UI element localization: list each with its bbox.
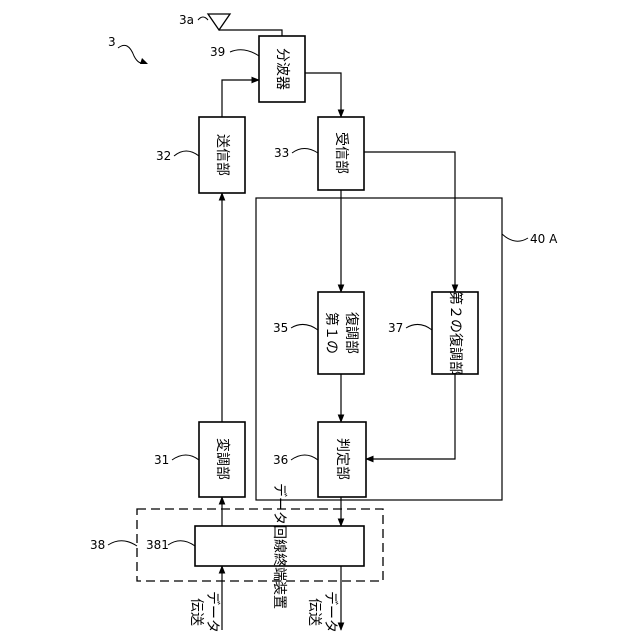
output-data-line2: データ bbox=[322, 591, 339, 633]
terminal-ref: 381 bbox=[146, 538, 169, 552]
wire-tx-splitter bbox=[222, 80, 259, 117]
wire-demod2-judge bbox=[366, 374, 455, 459]
wire-antenna-splitter bbox=[219, 30, 282, 36]
terminal-group-ref-leader bbox=[108, 541, 137, 546]
transmitter-label: 送信部 bbox=[214, 134, 230, 176]
wire-splitter-rx bbox=[305, 73, 341, 117]
antenna-icon bbox=[208, 14, 230, 30]
splitter-ref: 39 bbox=[210, 45, 225, 59]
demod1-ref-leader bbox=[291, 324, 318, 330]
antenna-ref-leader bbox=[198, 17, 208, 20]
modulator-label: 変調部 bbox=[214, 438, 231, 480]
demod1-ref: 35 bbox=[273, 321, 288, 335]
output-data-line1: 伝送 bbox=[306, 598, 322, 626]
terminal-ref-leader bbox=[168, 541, 195, 546]
judge-ref: 36 bbox=[273, 453, 288, 467]
judge-label: 判定部 bbox=[334, 438, 350, 480]
modulator-ref-leader bbox=[172, 455, 199, 460]
receiver-label: 受信部 bbox=[333, 132, 349, 174]
modulator-ref: 31 bbox=[154, 453, 169, 467]
splitter-ref-leader bbox=[230, 50, 259, 56]
transmitter-ref: 32 bbox=[156, 149, 171, 163]
transmitter-ref-leader bbox=[174, 151, 199, 156]
demod2-label: 第２の復調部 bbox=[447, 291, 464, 375]
splitter-label: 分波器 bbox=[274, 48, 290, 90]
demod-group-ref: 40 A bbox=[530, 232, 558, 246]
receiver-ref: 33 bbox=[274, 146, 289, 160]
figure-ref-arrowhead bbox=[140, 58, 148, 64]
demod1-label-line1: 第１の bbox=[323, 312, 340, 354]
demod1-label-line2: 復調部 bbox=[343, 312, 360, 354]
receiver-ref-leader bbox=[292, 149, 318, 154]
terminal-group-ref: 38 bbox=[90, 538, 105, 552]
figure-ref-label: 3 bbox=[108, 35, 116, 49]
judge-ref-leader bbox=[291, 455, 318, 460]
input-data-line1: 伝送 bbox=[188, 598, 204, 626]
demod2-ref: 37 bbox=[388, 321, 403, 335]
antenna-ref: 3a bbox=[179, 13, 194, 27]
wire-rx-demod2 bbox=[364, 152, 455, 292]
demod-group-ref-leader bbox=[502, 234, 528, 241]
terminal-label: データ回線終端装置 bbox=[271, 483, 288, 609]
demod2-ref-leader bbox=[406, 324, 432, 330]
input-data-line2: データ bbox=[204, 591, 221, 633]
terminal-label-text: データ回線終端装置 bbox=[271, 483, 288, 609]
